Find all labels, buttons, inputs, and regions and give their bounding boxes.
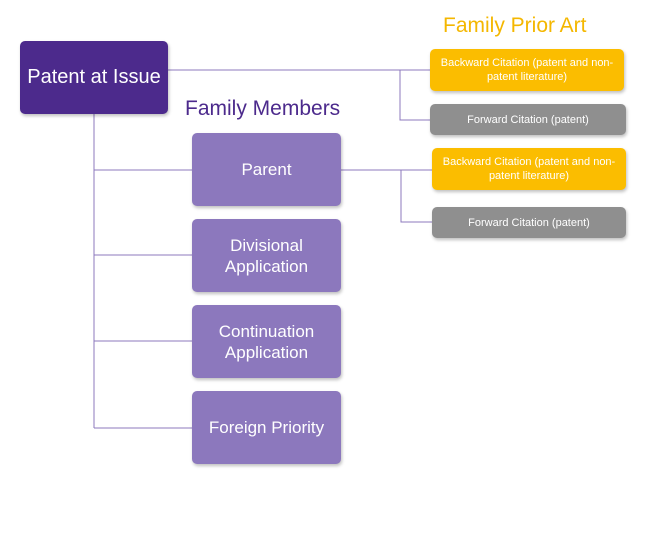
connector-parent-prior-art-branch bbox=[400, 170, 432, 223]
connector-root-prior-art-branch bbox=[399, 70, 430, 121]
family-prior-art-heading: Family Prior Art bbox=[443, 14, 587, 37]
divisional-application-node: Divisional Application bbox=[192, 219, 341, 292]
foreign-priority-node: Foreign Priority bbox=[192, 391, 341, 464]
family-members-heading: Family Members bbox=[185, 97, 341, 120]
patent-at-issue-node: Patent at Issue bbox=[20, 41, 168, 114]
continuation-application-node: Continuation Application bbox=[192, 305, 341, 378]
root-backward-citation-node: Backward Citation (patent and non-patent… bbox=[430, 49, 624, 91]
parent-backward-citation-node: Backward Citation (patent and non-patent… bbox=[432, 148, 626, 190]
parent-forward-citation-node: Forward Citation (patent) bbox=[432, 207, 626, 238]
root-forward-citation-node: Forward Citation (patent) bbox=[430, 104, 626, 135]
parent-node: Parent bbox=[192, 133, 341, 206]
